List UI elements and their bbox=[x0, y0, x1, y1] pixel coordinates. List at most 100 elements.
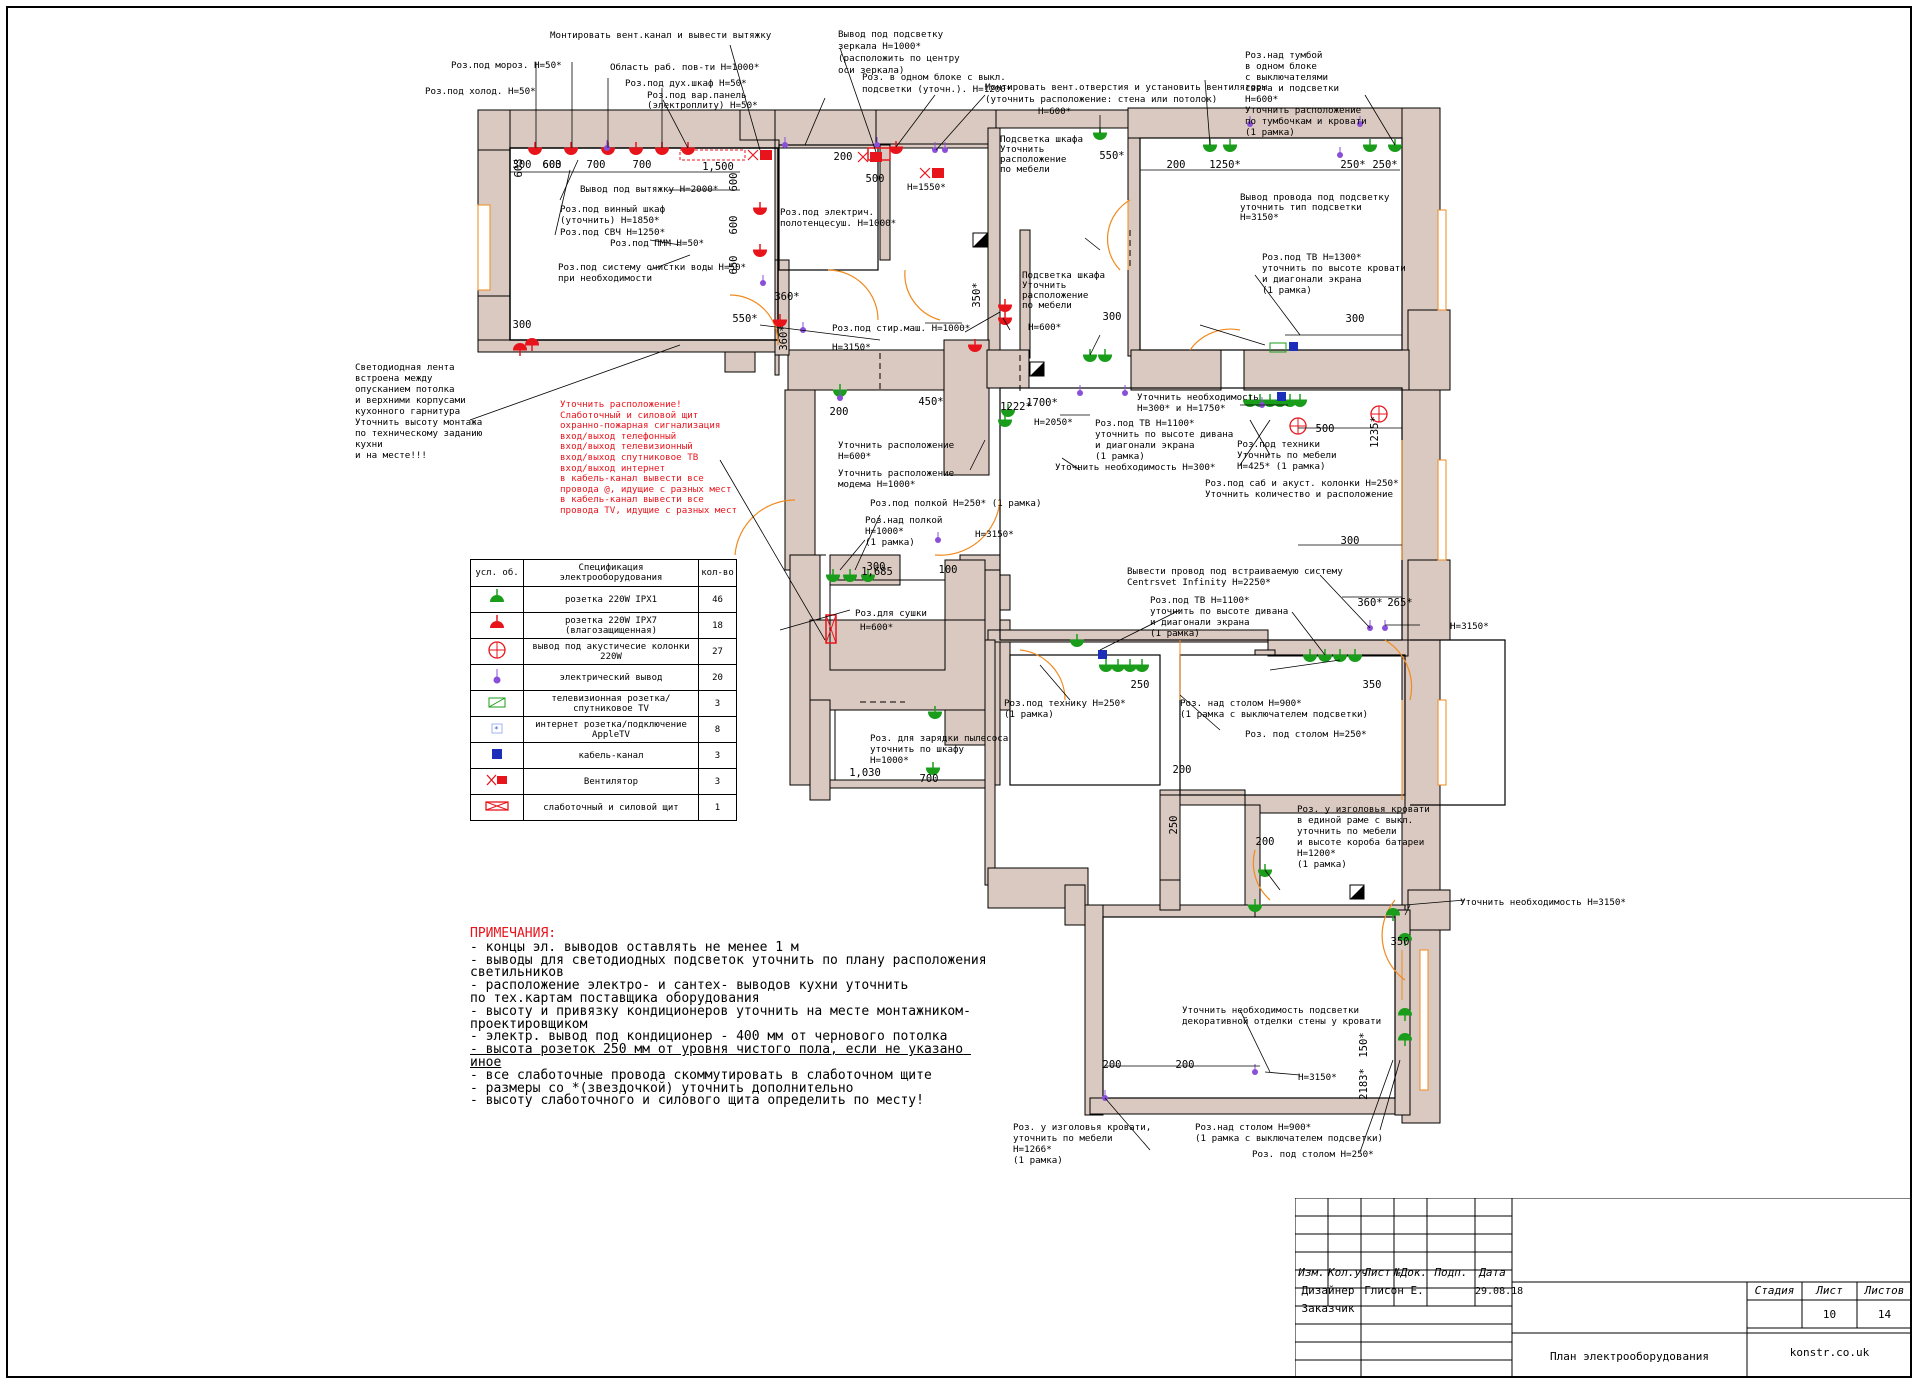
plan-label: Роз.под СВЧ H=1250* bbox=[560, 227, 665, 238]
dimension-value: 700 bbox=[587, 159, 606, 171]
socket-symbol bbox=[1098, 659, 1114, 672]
plan-label: и на месте!!! bbox=[355, 450, 427, 461]
wall-segment bbox=[1254, 904, 1406, 918]
plan-label: (1 рамка) bbox=[1150, 628, 1200, 639]
socket-symbol bbox=[1362, 139, 1378, 152]
wall-segment bbox=[1244, 804, 1261, 916]
dimension-value: 360* bbox=[1357, 597, 1382, 609]
dimension-value: 200 bbox=[834, 151, 853, 163]
note-line: - размеры со *(звездочкой) уточнить допо… bbox=[470, 1080, 854, 1096]
tb-sheets-value: 14 bbox=[1877, 1308, 1892, 1321]
door-swing bbox=[904, 269, 941, 321]
plan-label: по мебели bbox=[1000, 164, 1050, 175]
leader-line bbox=[1089, 334, 1101, 356]
panel-symbol-2 bbox=[867, 147, 891, 161]
internet-socket-icon: * bbox=[470, 716, 524, 743]
leader-line bbox=[1269, 659, 1341, 671]
socket-body bbox=[1134, 664, 1150, 672]
socket-body bbox=[860, 574, 876, 582]
dimension-value: 550* bbox=[1099, 150, 1124, 162]
leader-line bbox=[1291, 611, 1326, 656]
dimension-value: 200 bbox=[1173, 764, 1192, 776]
window-opening bbox=[1437, 699, 1447, 786]
leader-line bbox=[759, 324, 881, 341]
plan-label: Роз.над полкой bbox=[865, 515, 942, 526]
socket-body bbox=[1202, 144, 1218, 152]
note-line: по тех.картам поставщика оборудования bbox=[470, 990, 760, 1006]
window-opening bbox=[1437, 209, 1447, 311]
legend-item-name: слаботочный и силовой щит bbox=[523, 794, 699, 821]
plan-label: (1 рамка) bbox=[1262, 285, 1312, 296]
store-outline bbox=[834, 709, 986, 781]
dimension-value: 200 bbox=[1103, 1059, 1122, 1071]
legend-header-qty: кол-во bbox=[698, 559, 737, 587]
dimension-value: 250* bbox=[1340, 159, 1365, 171]
plan-label: и диагонали экрана bbox=[1150, 617, 1250, 628]
leader-line bbox=[1002, 317, 1011, 331]
note-line: - высоту слаботочного и силового щита оп… bbox=[470, 1093, 924, 1109]
plan-label: (1 рамка) bbox=[1004, 709, 1054, 720]
plan-label: Роз.под винный шкаф bbox=[560, 204, 666, 215]
tb-designer-label: Дизайнер bbox=[1301, 1284, 1355, 1297]
cable-channel-symbol bbox=[1277, 392, 1286, 401]
legend-table: усл. об. Спецификация электрооборудовани… bbox=[470, 559, 737, 821]
plan-label: кухонного гарнитура bbox=[355, 406, 460, 417]
plan-label: H=1200* bbox=[1297, 848, 1336, 859]
power-area bbox=[679, 149, 746, 161]
notes-block: ПРИМЕЧАНИЯ: - концы эл. выводов оставлят… bbox=[470, 927, 990, 1109]
dimension-value: 603 bbox=[543, 159, 562, 171]
plan-doors bbox=[729, 199, 1413, 981]
leader-line bbox=[649, 254, 691, 271]
plan-label: Вывод под вытяжку H=2000* bbox=[580, 184, 718, 195]
plan-label: (1 рамка с выключателем подсветки) bbox=[1195, 1133, 1383, 1144]
leader-line bbox=[779, 609, 851, 631]
plan-label: Вывод под подсветку bbox=[838, 29, 944, 40]
note-line: - высоту и привязку кондиционеров уточни… bbox=[470, 1003, 971, 1019]
socket-symbol bbox=[1134, 659, 1150, 672]
cable-channel-symbol bbox=[1289, 342, 1298, 351]
socket-symbol bbox=[825, 569, 841, 582]
plan-label: H=1000* bbox=[865, 526, 904, 537]
plan-label: Уточнить bbox=[1022, 280, 1066, 291]
plan-label: Вывод провода под подсветку bbox=[1240, 192, 1390, 203]
plan-label: кухни bbox=[355, 439, 383, 450]
leader-line bbox=[662, 99, 689, 149]
plan-label: Роз.под дух.шкаф H=50* bbox=[625, 78, 747, 89]
socket-symbol bbox=[1082, 349, 1098, 362]
socket-symbol bbox=[997, 299, 1013, 312]
legend-header-spec: Спецификация электрооборудования bbox=[523, 559, 699, 587]
dimension-value: 1222* bbox=[1000, 401, 1032, 413]
plan-label: оси зеркала) bbox=[838, 65, 904, 76]
note-line: - концы эл. выводов оставлять не менее 1… bbox=[470, 939, 799, 955]
socket-symbol bbox=[1069, 634, 1085, 647]
note-line: - все слаботочные провода скоммутировать… bbox=[470, 1067, 932, 1083]
door-swing bbox=[1384, 639, 1413, 701]
leader-line bbox=[1099, 609, 1181, 651]
tb-header-podp: Подп. bbox=[1434, 1266, 1468, 1279]
plan-label: H=1550* bbox=[907, 182, 946, 193]
speaker-output-icon bbox=[470, 638, 524, 665]
socket-body bbox=[967, 344, 983, 352]
leader-line bbox=[1199, 324, 1266, 346]
power-panel-icon bbox=[470, 794, 524, 821]
socket-body bbox=[1332, 654, 1348, 662]
plan-label: и высоте короба батареи bbox=[1297, 837, 1424, 848]
plan-label: расположение bbox=[1000, 154, 1066, 165]
plan-label: (1 рамка) bbox=[1245, 127, 1295, 138]
leader-line bbox=[935, 94, 986, 151]
plan-label: H=600* bbox=[1245, 94, 1278, 105]
dimension-value: 550* bbox=[732, 313, 757, 325]
dimension-value: 1250* bbox=[1209, 159, 1241, 171]
leader-line bbox=[1364, 94, 1396, 146]
tb-header-ndok: №Док. bbox=[1394, 1266, 1428, 1279]
plan-label: Роз.под саб и акуст. колонки H=250* bbox=[1205, 478, 1399, 489]
socket-body bbox=[628, 147, 644, 155]
plan-label: Подсветка шкафа bbox=[1022, 270, 1105, 281]
socket-body bbox=[927, 711, 943, 719]
legend-item-qty: 3 bbox=[698, 690, 737, 717]
plan-label: Подсветка шкафа bbox=[1000, 134, 1083, 145]
shaft-marker-fill bbox=[1350, 885, 1364, 899]
legend-item-qty: 46 bbox=[698, 586, 737, 613]
dimension-value: 250* bbox=[1372, 159, 1397, 171]
